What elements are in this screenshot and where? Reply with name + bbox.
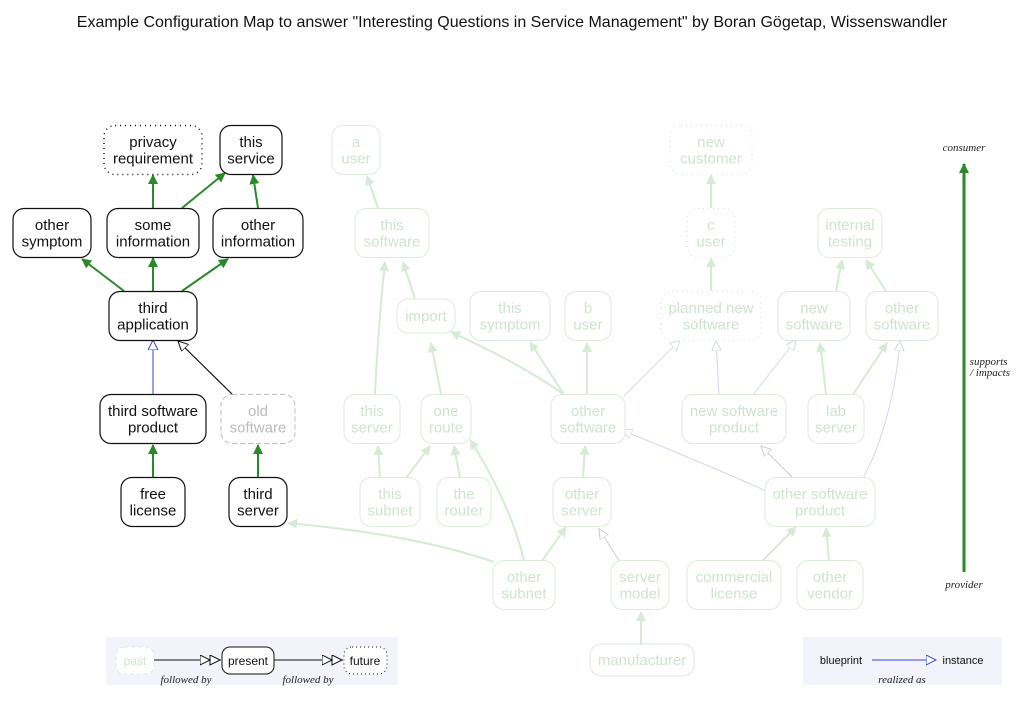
legend-present-label: present [228,654,269,668]
axis-consumer-label: consumer [943,142,986,154]
diagram-title: Example Configuration Map to answer "Int… [76,14,948,31]
legend-time: past present future followed by followed… [106,637,398,686]
node-import: import [396,298,456,334]
node-label: import [405,308,448,325]
edge-third-app-to-other-info [181,258,229,292]
edge-some-info-to-this-service [181,172,226,209]
legend-blueprint-label: blueprint [820,655,862,667]
legend-realization-background [803,637,1002,685]
impact-axis: consumer supports / impacts provider [943,142,1010,591]
axis-supports-impacts-label: supports / impacts [969,356,1010,379]
axis-provider-label: provider [944,579,983,591]
edge-old-software-followed-by-app [178,341,235,397]
legend-future-label: future [350,654,381,668]
legend-followed-by-1: followed by [160,674,211,686]
legend-followed-by-2: followed by [282,674,333,686]
legend-instance-label: instance [943,655,984,667]
edge-other-info-to-this-service [249,174,260,209]
edge-third-app-to-other-symptom [81,258,125,292]
node-label: manufacturer [598,652,686,669]
legend-realization: blueprint instance realized as [803,637,1002,686]
legend-realized-as: realized as [878,674,926,686]
legend-past-node: past [115,646,155,675]
legend-present-node: present [221,646,275,675]
legend-past-label: past [124,654,147,668]
edges [81,172,900,645]
node-manufacturer: manufacturer [589,643,695,677]
legend-future-node: future [343,646,388,675]
